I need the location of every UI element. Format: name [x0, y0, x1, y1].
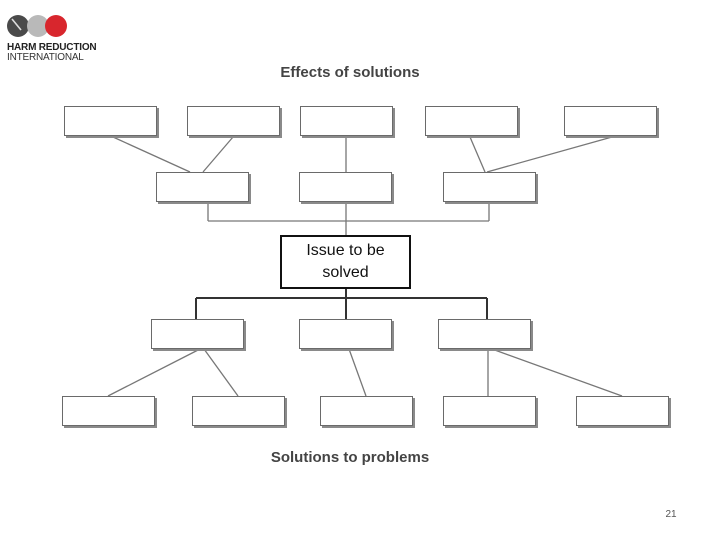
- connector-line: [491, 348, 623, 397]
- logo-slash: [11, 18, 22, 31]
- effect-box-top-4: [425, 106, 518, 136]
- connector-line: [202, 136, 234, 173]
- effect-box-top-3: [300, 106, 393, 136]
- page-number: 21: [665, 509, 677, 520]
- solution-box-bottom-4: [443, 396, 536, 426]
- logo-grey-circle: [27, 15, 49, 37]
- issue-to-be-solved-box: Issue to be solved: [280, 235, 411, 289]
- solution-box-middle-2: [299, 319, 392, 349]
- connector-line: [112, 136, 191, 173]
- connector-line: [348, 348, 367, 397]
- logo-red-circle: [45, 15, 67, 37]
- effect-box-middle-2: [299, 172, 392, 202]
- solution-box-middle-1: [151, 319, 244, 349]
- effect-box-middle-1: [156, 172, 249, 202]
- connector-line: [486, 136, 613, 173]
- solution-box-bottom-2: [192, 396, 285, 426]
- logo-circles-icon: [7, 15, 67, 37]
- effects-of-solutions-title: Effects of solutions: [280, 64, 420, 81]
- logo-text-international: INTERNATIONAL: [7, 52, 84, 63]
- effect-box-top-2: [187, 106, 280, 136]
- solutions-to-problems-title: Solutions to problems: [270, 449, 430, 466]
- effect-box-top-5: [564, 106, 657, 136]
- effect-box-top-1: [64, 106, 157, 136]
- connector-line: [203, 348, 239, 397]
- logo-text-harm-reduction: HARM REDUCTION: [7, 42, 97, 53]
- solution-box-bottom-3: [320, 396, 413, 426]
- solution-box-bottom-1: [62, 396, 155, 426]
- connector-line: [469, 136, 486, 173]
- solution-box-bottom-5: [576, 396, 669, 426]
- harm-reduction-logo: HARM REDUCTION INTERNATIONAL: [6, 13, 116, 63]
- connector-line: [107, 348, 201, 397]
- effect-box-middle-3: [443, 172, 536, 202]
- solution-box-middle-3: [438, 319, 531, 349]
